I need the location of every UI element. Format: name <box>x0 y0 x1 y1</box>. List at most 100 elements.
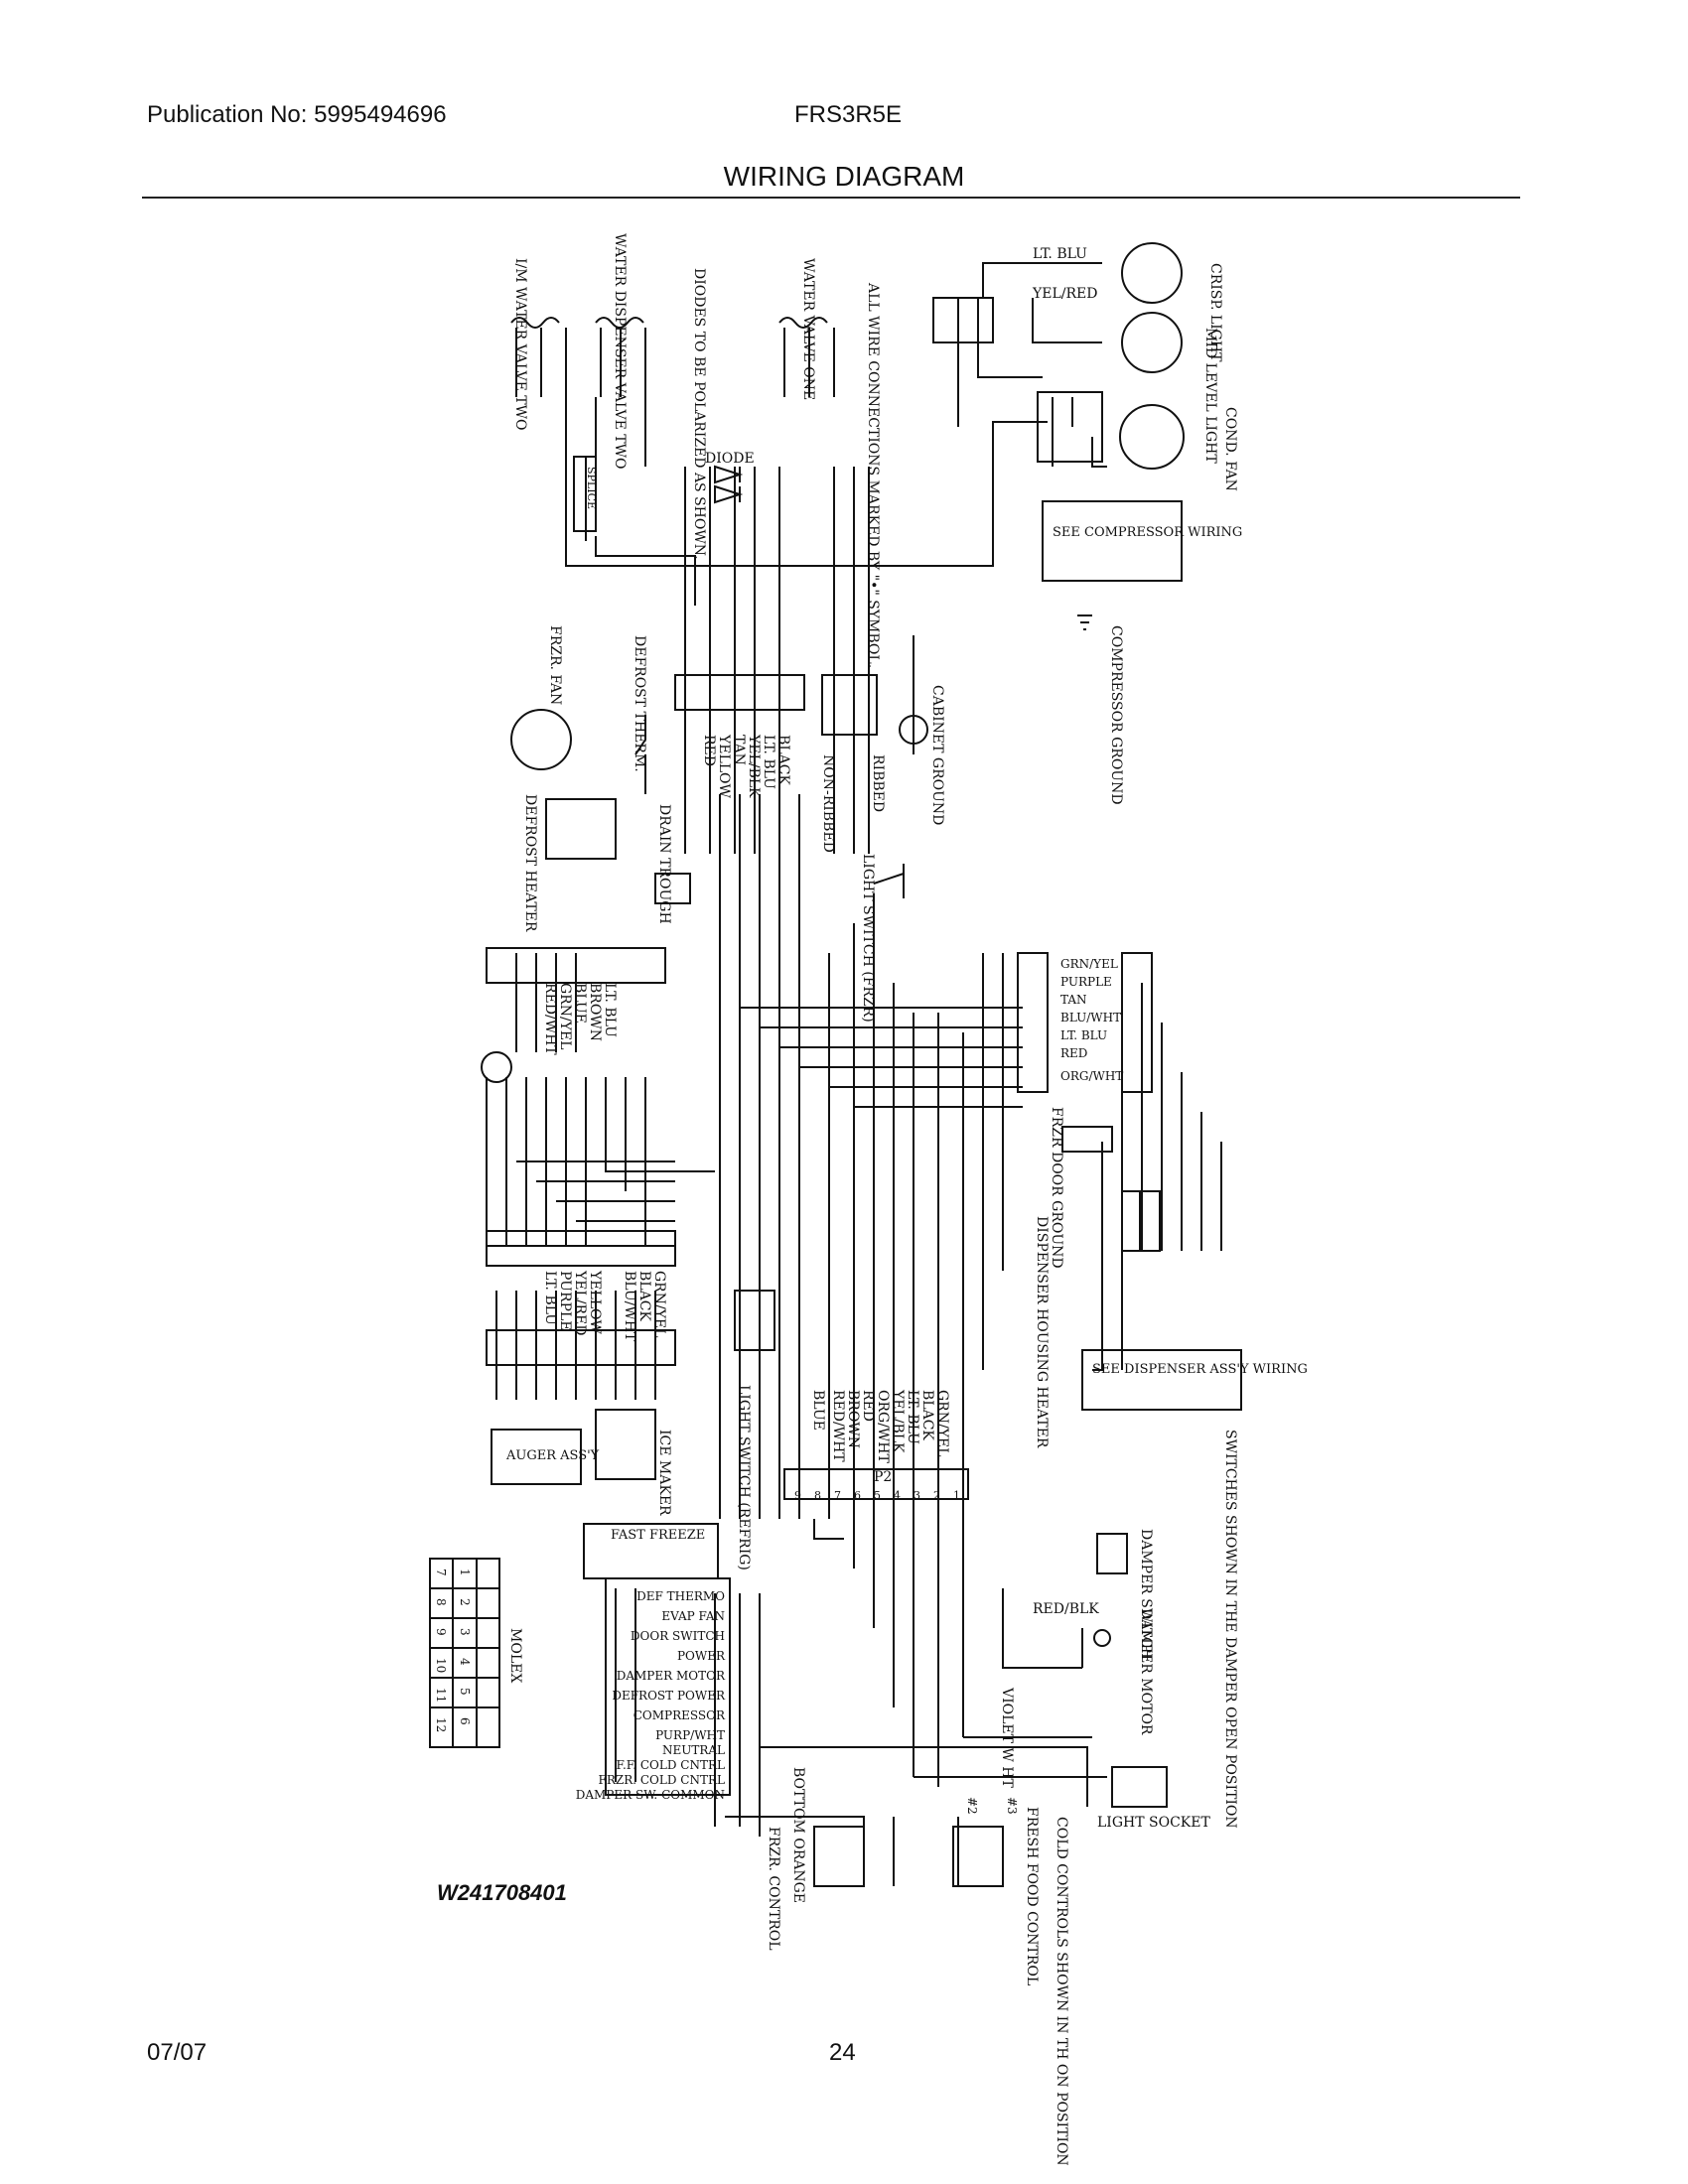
damper-motor-label: DAMPER MOTOR <box>1138 1608 1154 1735</box>
light-socket <box>1111 1766 1168 1808</box>
lower-wire-purple: PURPLE <box>557 1271 573 1330</box>
cold-controls-note: COLD CONTROLS SHOWN IN TH ON POSITION <box>1054 1817 1069 2166</box>
drain-trough <box>654 873 691 904</box>
compressor-ground-label: COMPRESSOR GROUND <box>1108 625 1124 805</box>
right-wire-red: RED <box>1060 1046 1087 1060</box>
im-valve-coil <box>510 317 560 329</box>
footer-date: 07/07 <box>147 2039 208 2066</box>
lower-connector-a <box>486 1230 676 1267</box>
pin-damper-sw-common: DAMPER SW. COMMON <box>576 1788 725 1802</box>
light-switch-refrig-label: LIGHT SWITCH (REFRIG) <box>736 1385 752 1570</box>
p2-pin-9: 9 <box>794 1489 801 1502</box>
model-number: FRS3R5E <box>794 101 903 128</box>
right-wire-blu-wht: BLU/WHT <box>1060 1011 1121 1024</box>
drain-trough-label: DRAIN TROUGH <box>656 804 672 924</box>
right-wire-grn-yel: GRN/YEL <box>1060 957 1118 971</box>
pin-door-switch: DOOR SWITCH <box>631 1629 725 1643</box>
left-wire-grn-yel: GRN/YEL <box>557 983 573 1049</box>
ground-symbol <box>1077 614 1092 630</box>
lower-wire-grn-yel: GRN/YEL <box>651 1271 667 1337</box>
p2-wire-black: BLACK <box>919 1390 935 1440</box>
molex-11: 11 <box>434 1688 448 1703</box>
right-wire-connector-b <box>1121 952 1153 1093</box>
pin-purp-wht: PURP/WHT <box>655 1728 725 1742</box>
p2-wire-red: RED <box>860 1390 876 1422</box>
p2-pin-5: 5 <box>874 1489 881 1502</box>
frzr-control-label: FRZR. CONTROL <box>766 1827 781 1951</box>
molex-12: 12 <box>434 1717 448 1732</box>
valve-one-coil <box>778 317 828 329</box>
p2-wire-grn-yel: GRN/YEL <box>934 1390 950 1456</box>
control-pin-block <box>605 1577 731 1796</box>
p2-pin-4: 4 <box>894 1489 901 1502</box>
molex-3: 3 <box>458 1628 472 1636</box>
p2-wire-red-wht: RED/WHT <box>830 1390 846 1462</box>
p2-pin-6: 6 <box>854 1489 861 1502</box>
component-shapes <box>429 242 1242 1887</box>
ice-maker-label: ICE MAKER <box>656 1430 672 1516</box>
p2-pin-7: 7 <box>834 1489 841 1502</box>
fresh-food-control-label: FRESH FOOD CONTROL <box>1024 1807 1040 1985</box>
defrost-therm-label: DEFROST THERM. <box>632 635 647 772</box>
cond-fan-label: COND. FAN <box>1222 407 1238 491</box>
pin-neutral: NEUTRAL <box>662 1743 725 1757</box>
dispenser-housing-heater-label: DISPENSER HOUSING HEATER <box>1034 1216 1050 1448</box>
pin-compressor: COMPRESSOR <box>633 1708 726 1722</box>
frzr-door-ground <box>1061 1126 1113 1153</box>
header-rule <box>142 197 1520 199</box>
defrost-heater-label: DEFROST HEATER <box>522 794 538 932</box>
switch-block <box>1037 391 1103 463</box>
splice-label: SPLICE <box>585 467 598 509</box>
molex-9: 9 <box>434 1628 448 1636</box>
lower-wire-yel-red: YEL/RED <box>572 1270 588 1335</box>
auger-assy <box>491 1429 582 1485</box>
light-switch-frzr <box>873 864 905 898</box>
right-wire-connector-a <box>1017 952 1049 1093</box>
p2-wire-org-wht: ORG/WHT <box>875 1390 891 1464</box>
frzr-fan-label: FRZR. FAN <box>547 625 563 705</box>
center-wire-lt-blu: LT. BLU <box>761 735 776 789</box>
molex-5: 5 <box>458 1688 472 1696</box>
lower-connector-b <box>486 1329 676 1366</box>
molex-10: 10 <box>434 1658 448 1673</box>
p2-label: P2 <box>874 1469 892 1485</box>
terminal-3: #3 <box>1005 1797 1019 1815</box>
ice-maker <box>595 1409 656 1480</box>
violet-wht-label: VIOLET W HT <box>999 1687 1015 1788</box>
compressor-box-label: SEE COMPRESSOR WIRING <box>1053 525 1242 540</box>
lower-wire-lt-blu: LT. BLU <box>542 1271 558 1325</box>
pin-evap-fan: EVAP FAN <box>661 1609 725 1623</box>
molex-label: MOLEX <box>507 1628 523 1683</box>
cabinet-ground-terminal <box>899 715 928 745</box>
lower-wire-blu-wht: BLU/WHT <box>622 1271 637 1342</box>
fresh-food-control-switch <box>952 1826 1004 1887</box>
right-wire-purple: PURPLE <box>1060 975 1112 989</box>
pin-def-thermo: DEF THERMO <box>636 1589 725 1603</box>
splice-b <box>1141 1190 1161 1252</box>
page-title: WIRING DIAGRAM <box>723 161 965 192</box>
molex-1: 1 <box>458 1569 472 1576</box>
labels: I/M WATER VALVE TWO WATER DISPENSER VALV… <box>434 233 1308 2166</box>
molex-6: 6 <box>458 1717 472 1725</box>
pin-defrost-power: DEFROST POWER <box>612 1689 726 1703</box>
yel-red-top: YEL/RED <box>1032 286 1097 302</box>
dispenser-box <box>1081 1349 1242 1411</box>
diodes-note: DIODES TO BE POLARIZED AS SHOWN. <box>691 268 707 560</box>
auger-label: AUGER ASS'Y <box>505 1448 600 1463</box>
center-wire-red: RED <box>701 735 717 766</box>
damper-motor <box>1093 1629 1111 1647</box>
p2-wire-yel-blk: YEL/BLK <box>890 1389 906 1453</box>
frzr-control-switch <box>813 1826 865 1887</box>
left-wire-blue: BLUE <box>572 983 588 1024</box>
publication-number: Publication No: 5995494696 <box>147 101 447 128</box>
crisp-light-label: CRISP. LIGHT <box>1207 263 1223 362</box>
light-switch-frzr-label: LIGHT SWITCH (FRZR) <box>860 854 876 1023</box>
im-valve-label: I/M WATER VALVE TWO <box>512 258 528 431</box>
p2-pin-3: 3 <box>914 1489 920 1502</box>
molex-table <box>429 1558 500 1748</box>
ribbed-label: RIBBED <box>870 754 886 812</box>
pin-frzr-cold-cntrl: FRZR. COLD CNTRL <box>599 1773 726 1787</box>
connections-note: ALL WIRE CONNECTIONS MARKED BY "•" SYMBO… <box>865 282 881 668</box>
center-wire-yel-blk: YEL/BLK <box>746 734 762 798</box>
